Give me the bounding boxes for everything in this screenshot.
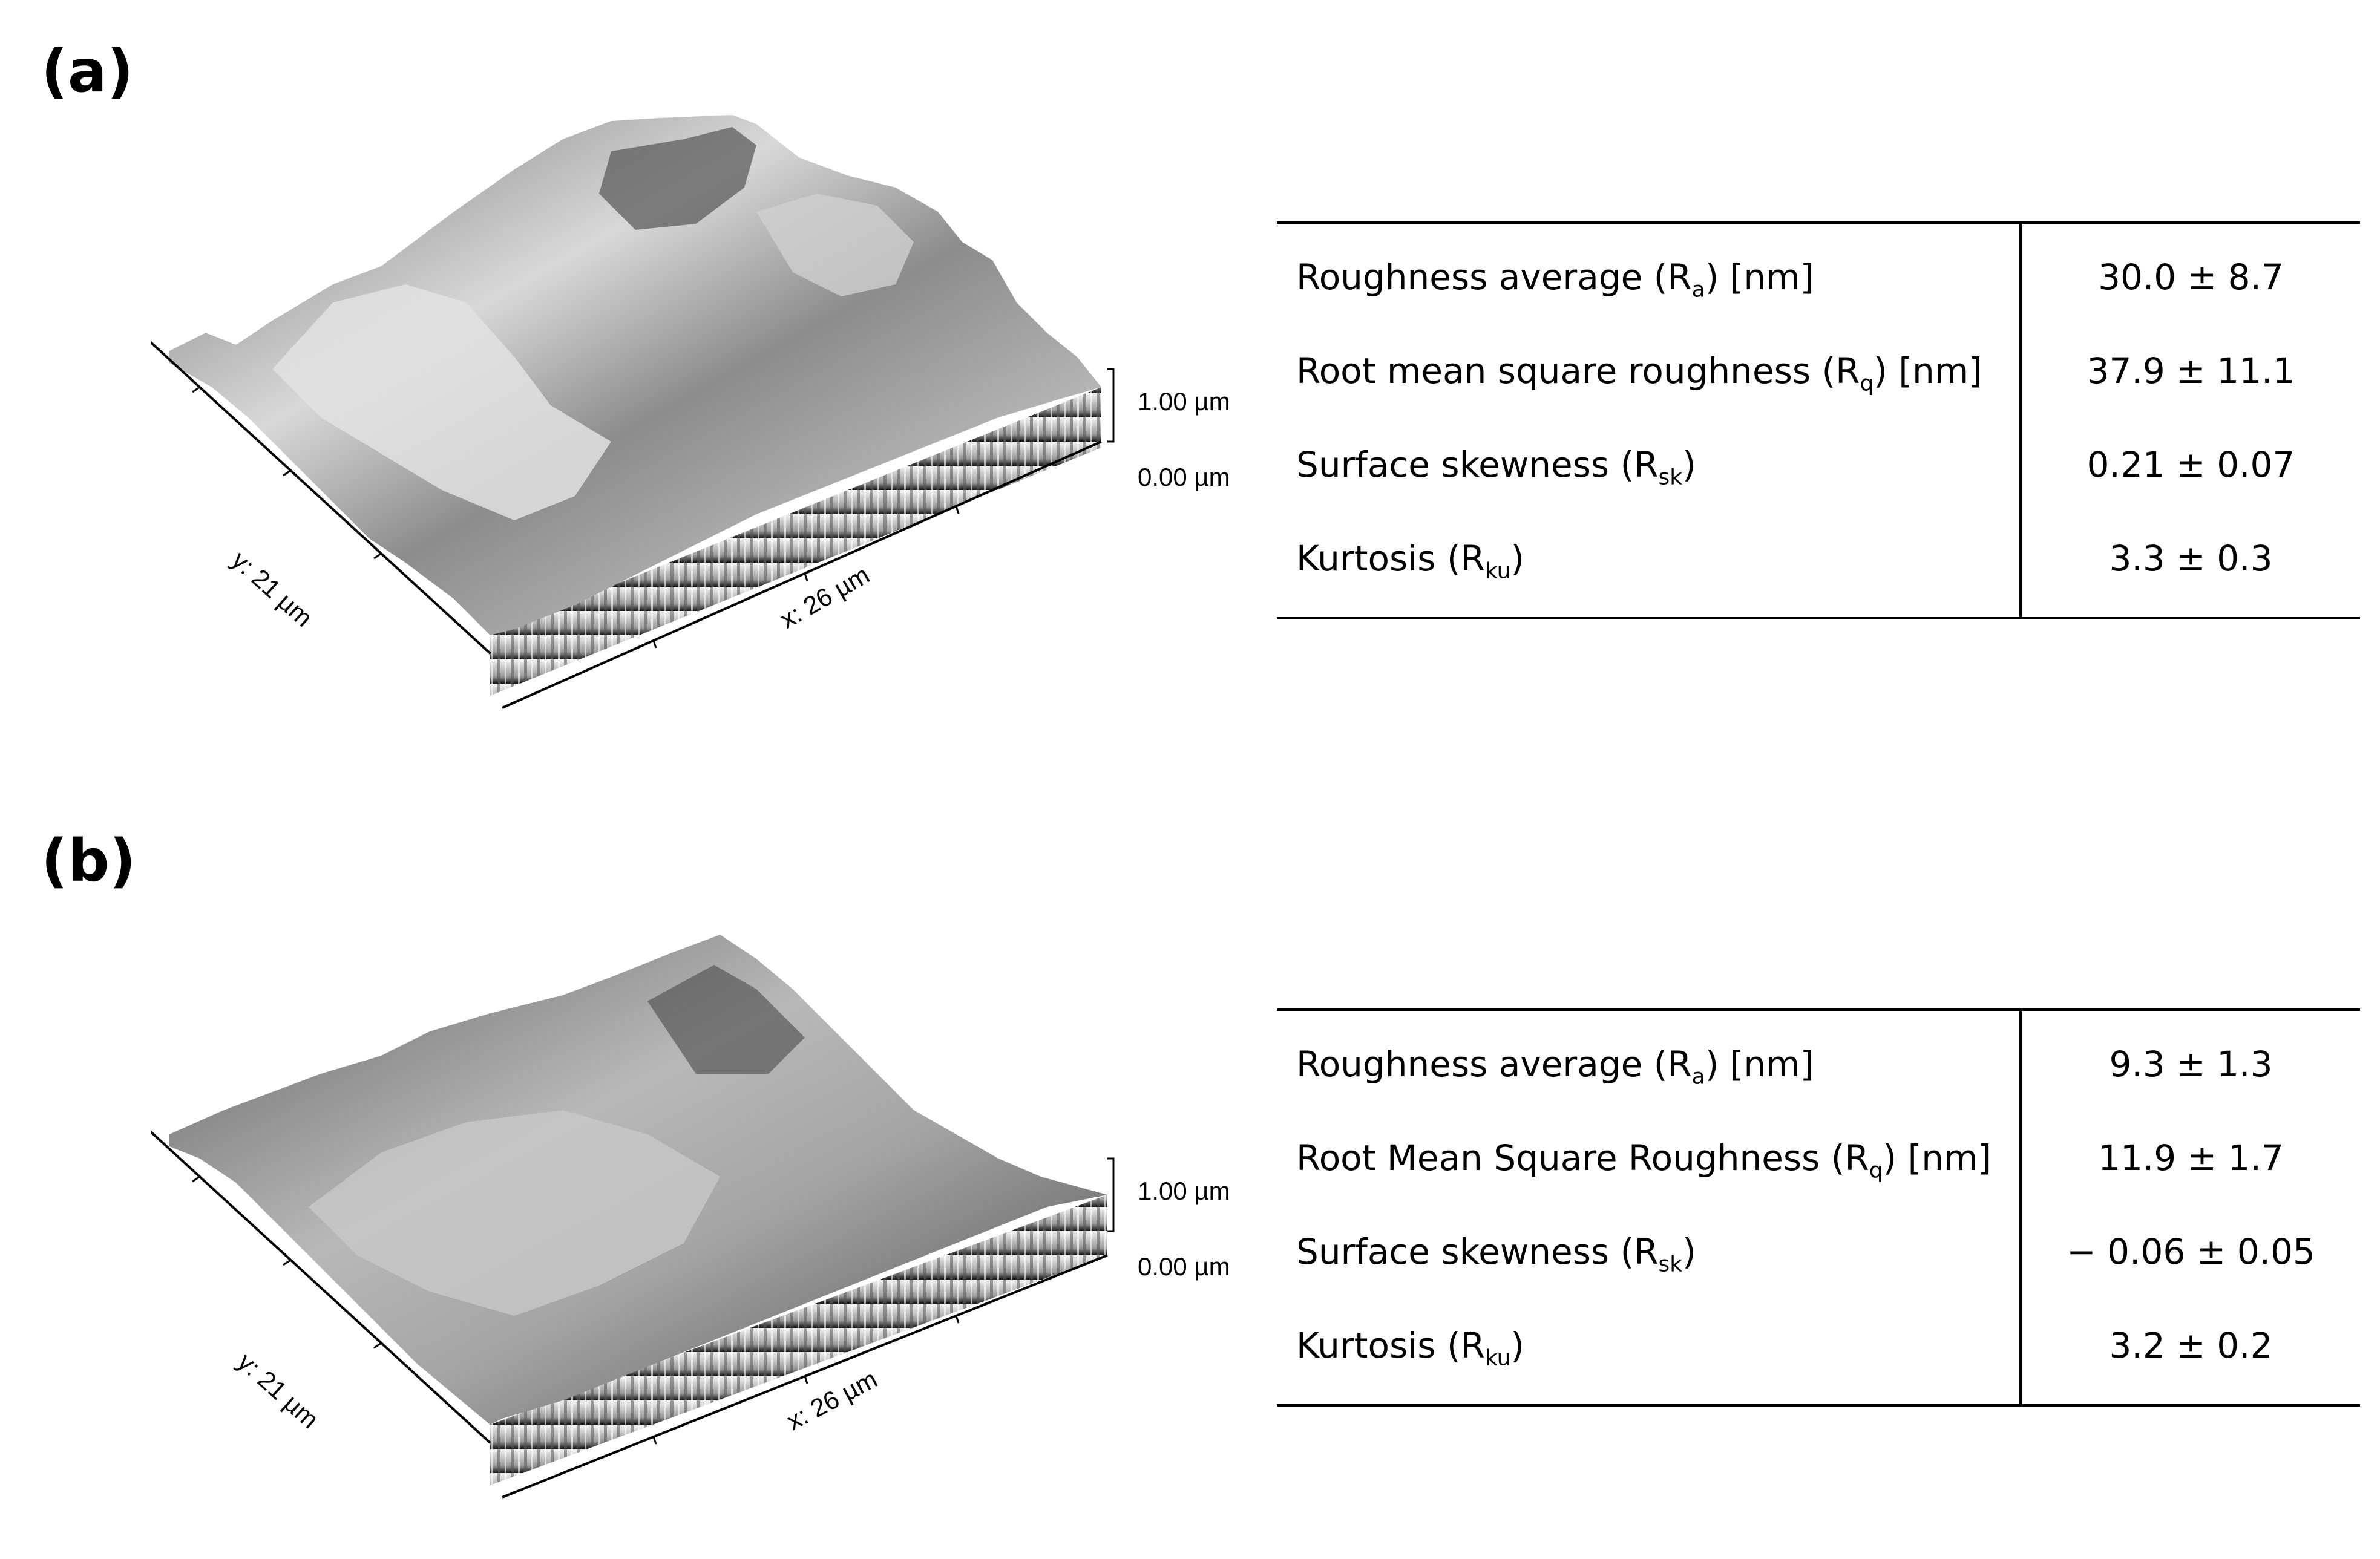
panel-b: (b) bbox=[0, 789, 2380, 1559]
panel-a: (a) bbox=[0, 0, 2380, 770]
value-cell: 3.3 ± 0.3 bbox=[2109, 537, 2273, 579]
z-scale-bar bbox=[1107, 368, 1115, 443]
parameter-cell: Root Mean Square Roughness (Rq) [nm] bbox=[1277, 1111, 2022, 1204]
roughness-table: Roughness average (Ra) [nm] 30.0 ± 8.7 R… bbox=[1277, 221, 2360, 619]
table-row: Surface skewness (Rsk) − 0.06 ± 0.05 bbox=[1277, 1204, 2360, 1298]
surface-shadow bbox=[599, 127, 756, 230]
z-bottom-label: 0.00 µm bbox=[1138, 463, 1230, 491]
parameter-cell: Roughness average (Ra) [nm] bbox=[1277, 223, 2022, 324]
z-top-label: 1.00 µm bbox=[1138, 1177, 1230, 1205]
parameter-cell: Surface skewness (Rsk) bbox=[1277, 417, 2022, 511]
x-axis-label: x: 26 µm bbox=[782, 1364, 882, 1436]
y-axis-ticks bbox=[192, 386, 382, 560]
z-top-label: 1.00 µm bbox=[1138, 387, 1230, 416]
parameter-cell: Roughness average (Ra) [nm] bbox=[1277, 1010, 2022, 1111]
z-scale-bar bbox=[1107, 1157, 1115, 1232]
parameter-cell: Root mean square roughness (Rq) [nm] bbox=[1277, 324, 2022, 417]
value-cell: 0.21 ± 0.07 bbox=[2087, 443, 2295, 485]
afm-surface-plot: y: 21 µm x: 26 µm 1.00 µm 0.00 µm bbox=[151, 935, 1230, 1499]
table-row: Root Mean Square Roughness (Rq) [nm] 11.… bbox=[1277, 1111, 2360, 1204]
parameter-cell: Kurtosis (Rku) bbox=[1277, 511, 2022, 618]
y-axis-label: y: 21 µm bbox=[226, 546, 318, 632]
y-axis-line bbox=[151, 341, 491, 655]
parameter-cell: Surface skewness (Rsk) bbox=[1277, 1204, 2022, 1298]
table-row: Surface skewness (Rsk) 0.21 ± 0.07 bbox=[1277, 417, 2360, 511]
table-row: Kurtosis (Rku) 3.2 ± 0.2 bbox=[1277, 1298, 2360, 1405]
surface-front-face bbox=[490, 387, 1101, 696]
value-cell: 11.9 ± 1.7 bbox=[2098, 1137, 2284, 1178]
parameter-cell: Kurtosis (Rku) bbox=[1277, 1298, 2022, 1405]
y-axis-ticks bbox=[192, 1175, 382, 1349]
value-cell: 9.3 ± 1.3 bbox=[2109, 1043, 2273, 1085]
surface-front-face bbox=[490, 1195, 1107, 1485]
value-cell: 30.0 ± 8.7 bbox=[2098, 256, 2284, 298]
table-row: Root mean square roughness (Rq) [nm] 37.… bbox=[1277, 324, 2360, 417]
surface-highlight bbox=[756, 194, 914, 296]
table-row: Roughness average (Ra) [nm] 30.0 ± 8.7 bbox=[1277, 223, 2360, 324]
table-row: Kurtosis (Rku) 3.3 ± 0.3 bbox=[1277, 511, 2360, 618]
y-axis-label: y: 21 µm bbox=[232, 1347, 324, 1434]
x-axis-ticks bbox=[652, 506, 960, 649]
y-axis-line bbox=[151, 1130, 491, 1444]
z-bottom-label: 0.00 µm bbox=[1138, 1252, 1230, 1281]
table-row: Roughness average (Ra) [nm] 9.3 ± 1.3 bbox=[1277, 1010, 2360, 1111]
panel-label: (b) bbox=[41, 827, 136, 895]
surface-shadow bbox=[647, 965, 805, 1074]
roughness-table: Roughness average (Ra) [nm] 9.3 ± 1.3 Ro… bbox=[1277, 1008, 2360, 1407]
panel-label: (a) bbox=[41, 38, 134, 105]
afm-surface-plot: y: 21 µm x: 26 µm 1.00 µm 0.00 µm bbox=[151, 115, 1230, 709]
value-cell: 37.9 ± 11.1 bbox=[2087, 350, 2295, 391]
value-cell: 3.2 ± 0.2 bbox=[2109, 1324, 2273, 1366]
value-cell: − 0.06 ± 0.05 bbox=[2067, 1231, 2315, 1272]
x-axis-line bbox=[502, 440, 1102, 709]
surface-highlight bbox=[272, 284, 611, 520]
x-axis-ticks bbox=[652, 1315, 960, 1445]
surface-highlight bbox=[309, 1110, 720, 1316]
